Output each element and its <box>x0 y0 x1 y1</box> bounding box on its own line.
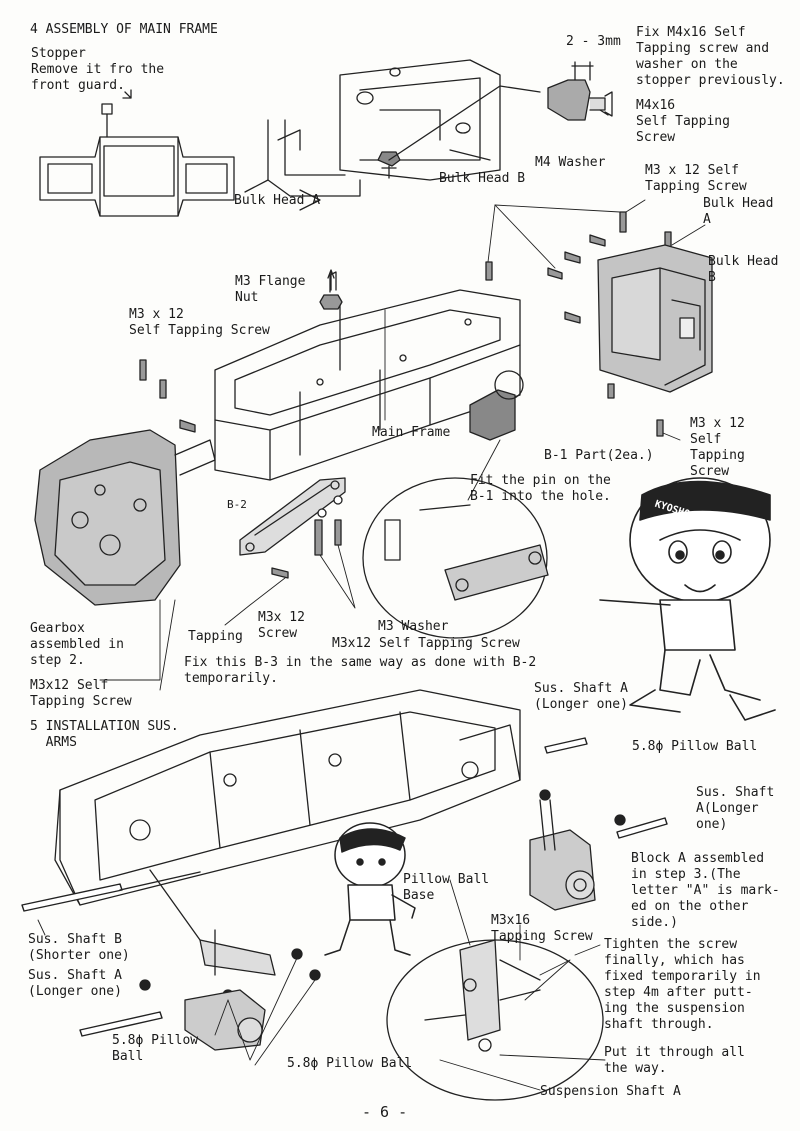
bulk-heads-right-drawing <box>597 244 713 393</box>
screws-group <box>139 211 672 579</box>
gearbox-label: Gearbox assembled in step 2. <box>30 621 124 668</box>
bulk-head-b-drawing <box>339 59 501 181</box>
b2-arm <box>239 477 346 556</box>
main-frame-drawing <box>214 271 521 481</box>
m3x12-self-tapping-label: M3x12 Self Tapping Screw <box>332 636 520 651</box>
sus-shaft-b-label: Sus. Shaft B (Shorter one) <box>28 932 130 963</box>
leader-lines-4 <box>99 199 706 691</box>
leader-lines-5 <box>37 879 606 1091</box>
bulk-head-a-right-label: Bulk Head A <box>703 196 774 227</box>
pillow-ball-top-label: 5.8ϕ Pillow Ball <box>632 739 758 754</box>
gap-dimension: 2 - 3mm <box>566 34 621 49</box>
lower-arm-assembly <box>149 869 276 1051</box>
bulk-head-a-drawing <box>244 119 361 211</box>
m3x12-screw-top-label: M3 x 12 Self Tapping Screw <box>645 163 747 194</box>
put-through-note: Put it through all the way. <box>604 1045 745 1076</box>
m3x16-screw-label: M3x16 Tapping Screw <box>491 913 593 944</box>
b2-label: B-2 <box>227 498 247 511</box>
m3x12-self-bottom-label: M3x12 Self Tapping Screw <box>30 678 132 709</box>
m3x12-right-label: M3 x 12 Self Tapping Screw <box>690 416 745 479</box>
pillow-ball-bottom-label: 5.8ϕ Pillow Ball <box>287 1056 413 1071</box>
detail-circle-pillow-base <box>386 939 604 1101</box>
m4-washer-label: M4 Washer <box>535 155 606 170</box>
fit-pin-note: Fit the pin on the B-1 into the hole. <box>470 473 611 504</box>
m3x12-left-label: M3 x 12 Self Tapping Screw <box>129 307 270 338</box>
block-a-drawing <box>529 799 596 911</box>
flange-nut <box>319 269 343 310</box>
bulk-head-b-right-label: Bulk Head B <box>708 254 779 285</box>
bulk-head-a-label: Bulk Head A <box>234 193 321 208</box>
bulk-head-b-label: Bulk Head B <box>439 171 526 186</box>
chassis-drawing <box>54 689 521 906</box>
pillow-ball-left-label: 5.8ϕ Pillow Ball <box>112 1033 199 1064</box>
suspension-shaft-a-label: Suspension Shaft A <box>540 1084 681 1099</box>
kyosho-mascot-bottom <box>324 822 416 956</box>
tighten-note: Tighten the screw finally, which has fix… <box>604 937 761 1032</box>
m4x16-screw-label: M4x16 Self Tapping Screw <box>636 98 730 145</box>
fix-note: Fix M4x16 Self Tapping screw and washer … <box>636 25 785 88</box>
stopper-detail <box>547 61 613 121</box>
stopper-part <box>377 85 541 179</box>
gearbox-drawing <box>34 429 216 606</box>
front-guard-drawing <box>39 89 235 217</box>
page-number: - 6 - <box>362 1103 408 1121</box>
sus-shaft-a-right-label: Sus. Shaft A(Longer one) <box>696 785 775 832</box>
detail-circle-b1 <box>362 477 549 639</box>
kyosho-mascot-top <box>599 477 776 721</box>
b1-part <box>469 370 524 441</box>
m3-washer-label: M3 Washer <box>378 619 449 634</box>
sus-shaft-a-left-label: Sus. Shaft A (Longer one) <box>28 968 122 999</box>
main-frame-label: Main Frame <box>372 425 451 440</box>
block-a-note: Block A assembled in step 3.(The letter … <box>631 851 780 930</box>
section4-title: 4 ASSEMBLY OF MAIN FRAME <box>30 22 218 37</box>
m3x12-tapping-screw-label: M3x 12 Screw <box>258 610 305 641</box>
fix-b3-note: Fix this B-3 in the same way as done wit… <box>184 655 537 686</box>
sus-shaft-a-top-label: Sus. Shaft A (Longer one) <box>534 681 628 712</box>
m3-flange-nut-label: M3 Flange Nut <box>235 274 306 305</box>
sus-shafts <box>21 737 668 1037</box>
tapping-label: Tapping <box>188 629 243 644</box>
pillow-ball-base-label: Pillow Ball Base <box>403 872 490 903</box>
stopper-note: Stopper Remove it fro the front guard. <box>31 46 165 93</box>
section5-title: 5 INSTALLATION SUS. ARMS <box>30 719 179 750</box>
b1-part-label: B-1 Part(2ea.) <box>544 448 654 463</box>
